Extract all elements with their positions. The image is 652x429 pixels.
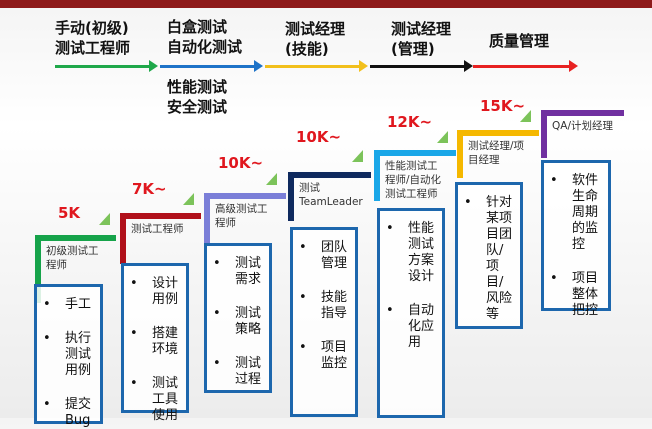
duty-item: • 技能指导 bbox=[299, 290, 351, 322]
bullet-icon: • bbox=[299, 240, 307, 255]
duty-text: 软件生命周期的监控 bbox=[572, 173, 599, 252]
stage-bracket bbox=[457, 130, 539, 178]
header-performance-security: 性能测试 安全测试 bbox=[167, 78, 228, 116]
bullet-icon: • bbox=[299, 290, 307, 305]
bullet-icon: • bbox=[130, 276, 138, 291]
salary-label: 12K~ bbox=[387, 113, 433, 131]
duty-item: • 手工 bbox=[43, 297, 96, 313]
duty-item: • 测试需求 bbox=[213, 256, 265, 288]
duty-item: • 测试过程 bbox=[213, 356, 265, 388]
stage-title: 测试 TeamLeader bbox=[299, 182, 363, 208]
header-test-manager-management: 测试经理 (管理) bbox=[391, 20, 452, 58]
bullet-icon: • bbox=[299, 340, 307, 355]
stage-duties-box: • 测试需求 • 测试策略 • 测试过程 bbox=[204, 243, 272, 393]
duty-text: 提交Bug bbox=[65, 397, 92, 428]
stage-title: 高级测试工 程师 bbox=[215, 203, 268, 229]
step-triangle-icon bbox=[520, 110, 531, 122]
arrow-segment bbox=[160, 60, 263, 72]
stage-title: 测试工程师 bbox=[131, 223, 184, 235]
bullet-icon: • bbox=[464, 195, 472, 210]
step-triangle-icon bbox=[437, 131, 448, 143]
title-bar bbox=[0, 0, 652, 8]
duty-item: • 测试工具使用 bbox=[130, 376, 182, 424]
duty-item: • 测试策略 bbox=[213, 306, 265, 338]
duty-text: 针对某项目团队/项目/风险等 bbox=[486, 195, 513, 322]
stage-bracket bbox=[204, 193, 286, 243]
stage-duties-box: • 设计用例 • 搭建环境 • 测试工具使用 bbox=[121, 263, 189, 423]
step-triangle-icon bbox=[99, 213, 110, 225]
duty-text: 设计用例 bbox=[152, 276, 179, 307]
duty-item: • 团队管理 bbox=[299, 240, 351, 272]
arrow-segment bbox=[55, 60, 158, 72]
bullet-icon: • bbox=[386, 303, 394, 318]
stage-duties-box: • 团队管理 • 技能指导 • 项目监控 bbox=[290, 227, 358, 417]
stage-bracket bbox=[374, 150, 456, 201]
bullet-icon: • bbox=[43, 397, 51, 412]
header-quality-management: 质量管理 bbox=[489, 32, 550, 50]
duty-text: 技能指导 bbox=[321, 290, 348, 321]
duty-text: 搭建环境 bbox=[152, 326, 179, 357]
stage-duties-box: • 性能测试方案设计 • 自动化应用 bbox=[377, 208, 445, 418]
duty-item: • 自动化应用 bbox=[386, 303, 438, 351]
step-triangle-icon bbox=[266, 173, 277, 185]
bullet-icon: • bbox=[550, 173, 558, 188]
duty-text: 测试过程 bbox=[235, 356, 262, 387]
stage-title: 测试经理/项 目经理 bbox=[468, 140, 525, 166]
duty-item: • 项目整体把控 bbox=[550, 271, 604, 319]
stage-title: 性能测试工 程师/自动化 测试工程师 bbox=[385, 160, 442, 200]
arrow-segment bbox=[473, 60, 578, 72]
stage-title: 初级测试工 程师 bbox=[46, 245, 99, 271]
duty-text: 执行测试用例 bbox=[65, 331, 92, 378]
header-whitebox-automation: 白盒测试 自动化测试 bbox=[167, 18, 243, 56]
salary-label: 15K~ bbox=[480, 97, 526, 115]
stage-bracket bbox=[120, 213, 201, 264]
bullet-icon: • bbox=[386, 221, 394, 236]
bullet-icon: • bbox=[213, 306, 221, 321]
salary-label: 10K~ bbox=[218, 154, 264, 172]
bullet-icon: • bbox=[550, 271, 558, 286]
step-triangle-icon bbox=[352, 150, 363, 162]
bullet-icon: • bbox=[43, 297, 51, 312]
header-manual-tester: 手动(初级) 测试工程师 bbox=[55, 19, 131, 57]
duty-item: • 提交Bug bbox=[43, 397, 96, 429]
duty-text: 测试需求 bbox=[235, 256, 262, 287]
stage-duties-box: • 针对某项目团队/项目/风险等 bbox=[455, 182, 523, 329]
salary-label: 5K bbox=[58, 204, 81, 222]
duty-item: • 软件生命周期的监控 bbox=[550, 173, 604, 253]
header-test-manager-skill: 测试经理 (技能) bbox=[285, 20, 346, 58]
duty-item: • 搭建环境 bbox=[130, 326, 182, 358]
duty-text: 自动化应用 bbox=[408, 303, 435, 350]
step-triangle-icon bbox=[183, 193, 194, 205]
salary-label: 10K~ bbox=[296, 128, 342, 146]
stage-bracket bbox=[541, 110, 624, 158]
bullet-icon: • bbox=[130, 376, 138, 391]
duty-text: 测试工具使用 bbox=[152, 376, 179, 423]
arrow-segment bbox=[370, 60, 473, 72]
stage-bracket bbox=[288, 172, 371, 221]
salary-label: 7K~ bbox=[132, 180, 167, 198]
duty-text: 项目整体把控 bbox=[572, 271, 599, 318]
bullet-icon: • bbox=[213, 356, 221, 371]
bullet-icon: • bbox=[130, 326, 138, 341]
stage-title: QA/计划经理 bbox=[552, 120, 613, 132]
duty-text: 项目监控 bbox=[321, 340, 348, 371]
stage-duties-box: • 软件生命周期的监控 • 项目整体把控 bbox=[541, 160, 611, 318]
duty-text: 性能测试方案设计 bbox=[408, 221, 435, 284]
stage-duties-box: • 手工 • 执行测试用例 • 提交Bug bbox=[34, 284, 103, 428]
duty-item: • 项目监控 bbox=[299, 340, 351, 372]
duty-item: • 执行测试用例 bbox=[43, 331, 96, 379]
duty-text: 测试策略 bbox=[235, 306, 262, 337]
duty-item: • 性能测试方案设计 bbox=[386, 221, 438, 285]
duty-item: • 针对某项目团队/项目/风险等 bbox=[464, 195, 516, 323]
duty-text: 手工 bbox=[65, 297, 92, 312]
bullet-icon: • bbox=[213, 256, 221, 271]
arrow-segment bbox=[265, 60, 368, 72]
duty-item: • 设计用例 bbox=[130, 276, 182, 308]
stage-bracket bbox=[35, 235, 116, 303]
bullet-icon: • bbox=[43, 331, 51, 346]
duty-text: 团队管理 bbox=[321, 240, 348, 271]
